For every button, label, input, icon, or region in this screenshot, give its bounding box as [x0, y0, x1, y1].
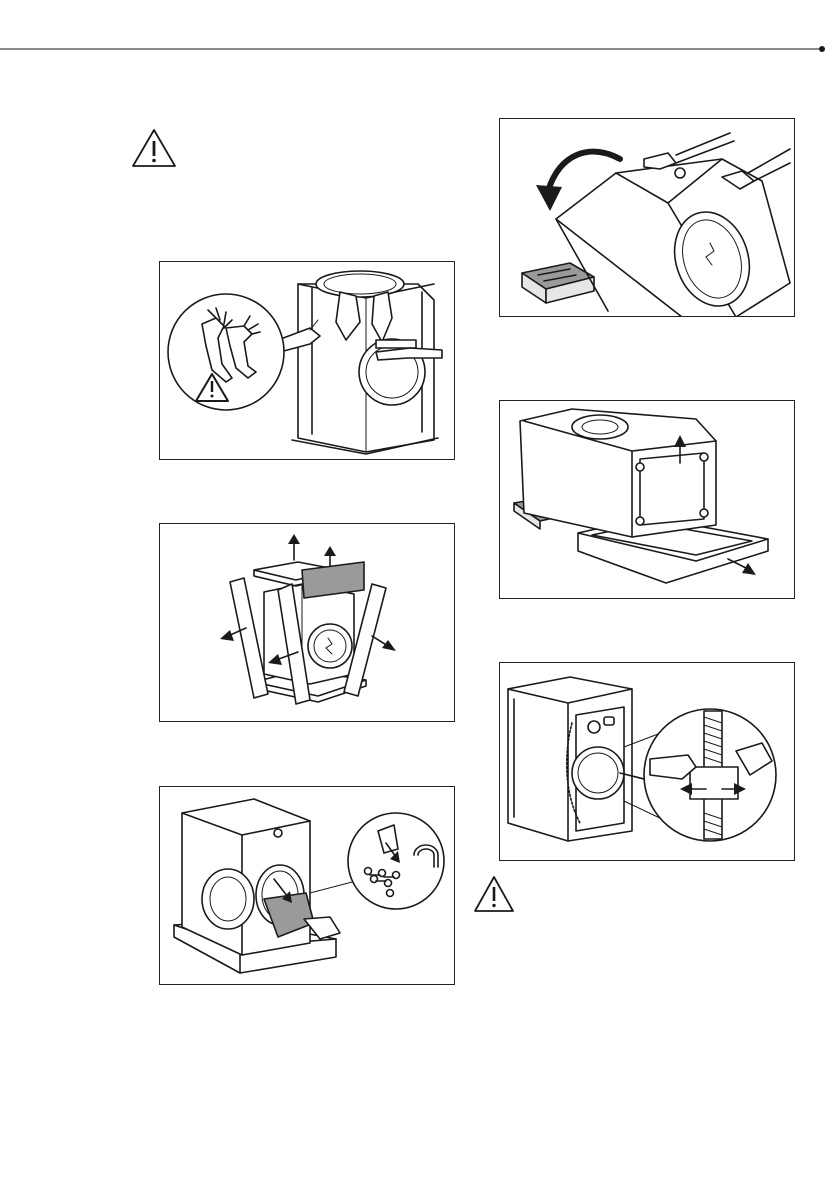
figure-take-out-accessory-bag — [159, 786, 455, 985]
warning-triangle-icon — [131, 128, 177, 168]
figure-remove-film — [159, 261, 455, 460]
figure-remove-base — [499, 400, 795, 599]
polystyrene-block-icon — [522, 263, 594, 303]
warning-triangle-icon — [473, 875, 515, 913]
figure-tilt-machine-back — [499, 118, 795, 317]
figure-remove-cover-and-corners — [159, 523, 455, 722]
header-rule — [0, 0, 839, 60]
figure-remove-hose-clamp — [499, 662, 795, 861]
arrow-up-icon — [288, 534, 336, 566]
arrow-outward-icon — [728, 559, 756, 575]
